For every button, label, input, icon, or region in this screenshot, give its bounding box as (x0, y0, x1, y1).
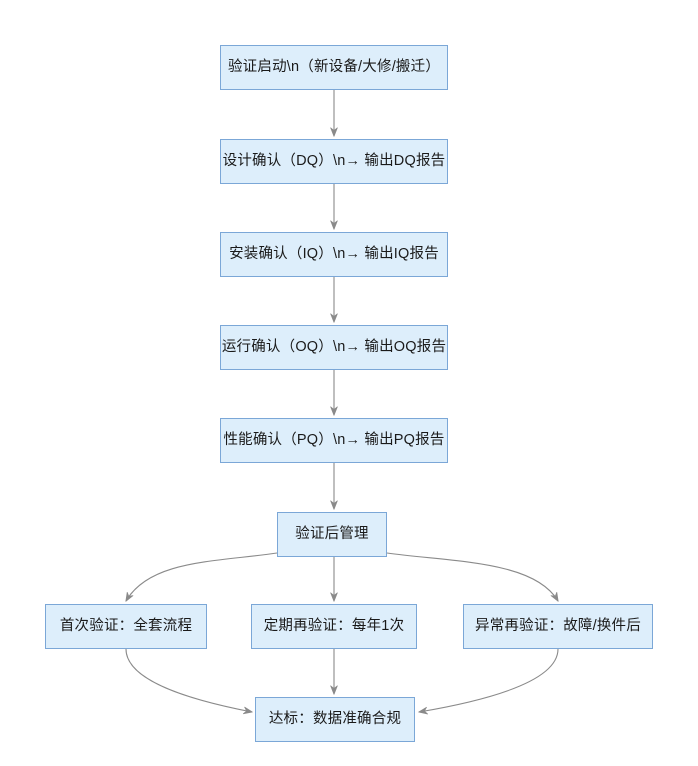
node-design-qualification[interactable]: 设计确认（DQ）\n→ 输出DQ报告 (220, 139, 448, 184)
node-first-validation[interactable]: 首次验证：全套流程 (45, 604, 207, 649)
node-first-validation-label: 首次验证：全套流程 (59, 618, 193, 635)
node-start[interactable]: 验证启动\n（新设备/大修/搬迁） (220, 45, 448, 90)
node-design-qualification-label: 设计确认（DQ）\n→ 输出DQ报告 (222, 153, 446, 170)
node-post-validation-management-label: 验证后管理 (295, 526, 369, 543)
node-periodic-revalidation[interactable]: 定期再验证：每年1次 (251, 604, 417, 649)
node-goal-compliance[interactable]: 达标：数据准确合规 (255, 697, 415, 742)
node-periodic-revalidation-label: 定期再验证：每年1次 (263, 618, 405, 635)
node-post-validation-management[interactable]: 验证后管理 (277, 512, 387, 557)
node-performance-qualification-label: 性能确认（PQ）\n→ 输出PQ报告 (223, 432, 445, 449)
node-abnormal-revalidation[interactable]: 异常再验证：故障/换件后 (463, 604, 653, 649)
node-installation-qualification-label: 安装确认（IQ）\n→ 输出IQ报告 (229, 246, 439, 263)
node-operational-qualification[interactable]: 运行确认（OQ）\n→ 输出OQ报告 (220, 325, 448, 370)
node-performance-qualification[interactable]: 性能确认（PQ）\n→ 输出PQ报告 (220, 418, 448, 463)
node-abnormal-revalidation-label: 异常再验证：故障/换件后 (475, 618, 641, 635)
edge-first-to-goal (125, 648, 253, 715)
node-start-label: 验证启动\n（新设备/大修/搬迁） (227, 59, 441, 76)
edge-abnormal-to-goal (418, 648, 559, 715)
node-goal-compliance-label: 达标：数据准确合规 (268, 711, 402, 728)
node-operational-qualification-label: 运行确认（OQ）\n→ 输出OQ报告 (221, 339, 447, 356)
edge-post-to-abnormal (386, 552, 559, 602)
node-installation-qualification[interactable]: 安装确认（IQ）\n→ 输出IQ报告 (220, 232, 448, 277)
edge-post-to-first (125, 552, 278, 602)
